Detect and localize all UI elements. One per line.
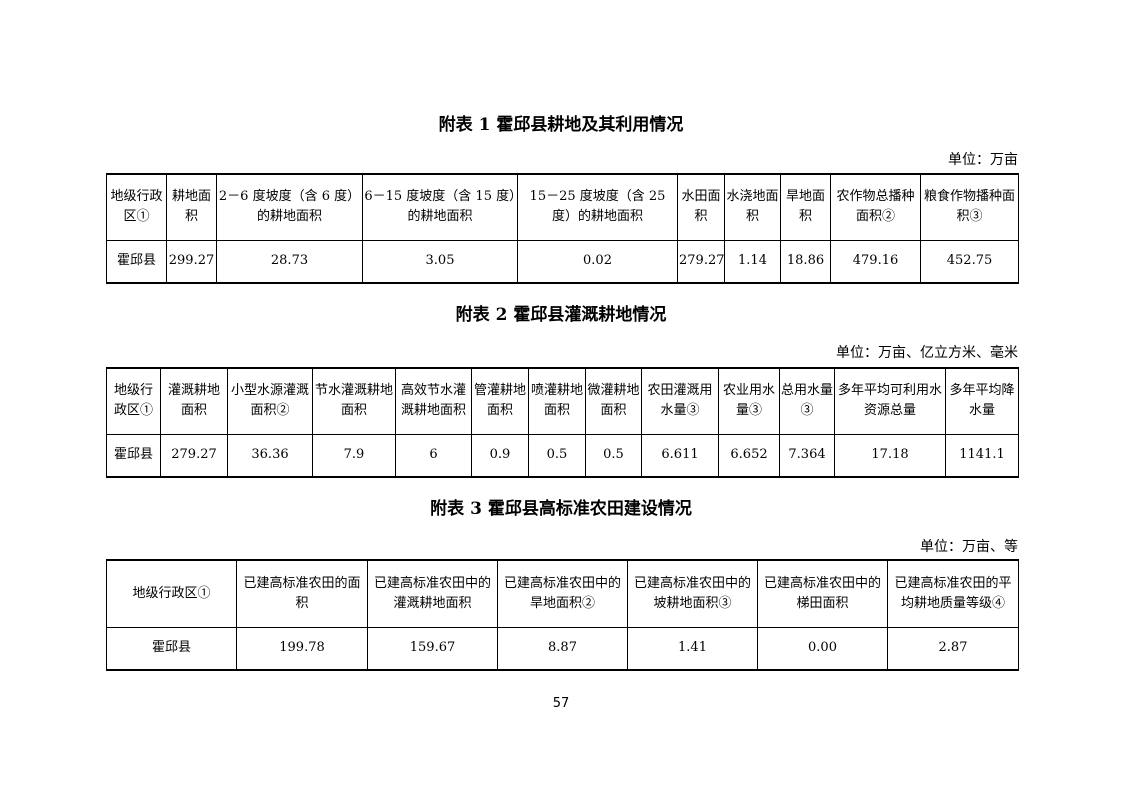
table-cell: 28.73 [216,239,363,284]
table-cell: 0.5 [585,433,642,478]
table-cell: 0.5 [528,433,586,478]
table-1-title: 附表 1 霍邱县耕地及其利用情况 [438,115,684,135]
table-cell: 0.9 [471,433,529,478]
table-cell: 452.75 [920,239,1019,284]
table-2-unit: 单位：万亩、亿立方米、毫米 [836,345,1018,361]
column-header: 2－6 度坡度（含 6 度）的耕地面积 [216,173,363,241]
column-header: 节水灌溉耕地面积 [312,367,396,435]
column-header: 地级行政区① [106,173,167,241]
column-header: 农田灌溉用水量③ [641,367,719,435]
column-header: 粮食作物播种面积③ [920,173,1019,241]
table-cell: 0.00 [757,626,888,671]
table-cell: 36.36 [227,433,313,478]
column-header: 已建高标准农田中的梯田面积 [757,559,888,628]
page-number: 57 [552,696,570,711]
table-cell: 7.364 [779,433,835,478]
table-cell: 279.27 [160,433,228,478]
column-header: 多年平均降水量 [945,367,1019,435]
table-cell: 1.14 [724,239,781,284]
column-header: 总用水量③ [779,367,835,435]
table-cell: 159.67 [367,626,498,671]
column-header: 耕地面积 [166,173,217,241]
table-cell: 1141.1 [945,433,1019,478]
table-cell: 3.05 [362,239,518,284]
column-header: 多年平均可利用水资源总量 [834,367,946,435]
table-3-unit: 单位：万亩、等 [920,539,1018,555]
table-cell: 479.16 [830,239,921,284]
table-1-unit: 单位：万亩 [948,152,1018,168]
table-cell: 霍邱县 [106,626,237,671]
table-cell: 199.78 [236,626,368,671]
table-cell: 1.41 [627,626,758,671]
column-header: 已建高标准农田中的灌溉耕地面积 [367,559,498,628]
column-header: 管灌耕地面积 [471,367,529,435]
table-cell: 17.18 [834,433,946,478]
table-cell: 6.652 [718,433,780,478]
column-header: 已建高标准农田中的旱地面积② [497,559,628,628]
table-cell: 18.86 [780,239,831,284]
table-cell: 7.9 [312,433,396,478]
table-3-title: 附表 3 霍邱县高标准农田建设情况 [430,499,692,519]
table-cell: 6.611 [641,433,719,478]
table-2-title: 附表 2 霍邱县灌溉耕地情况 [455,305,667,325]
column-header: 农作物总播种面积② [830,173,921,241]
table-cell: 2.87 [887,626,1019,671]
column-header: 旱地面积 [780,173,831,241]
column-header: 已建高标准农田中的坡耕地面积③ [627,559,758,628]
table-cell: 299.27 [166,239,217,284]
column-header: 高效节水灌溉耕地面积 [395,367,472,435]
column-header: 喷灌耕地面积 [528,367,586,435]
table-cell: 霍邱县 [106,239,167,284]
column-header: 已建高标准农田的面积 [236,559,368,628]
table-cell: 279.27 [677,239,725,284]
table-cell: 6 [395,433,472,478]
column-header: 6－15 度坡度（含 15 度）的耕地面积 [362,173,518,241]
table-cell: 霍邱县 [106,433,161,478]
column-header: 地级行政区① [106,367,161,435]
column-header: 微灌耕地面积 [585,367,642,435]
column-header: 地级行政区① [106,559,237,628]
column-header: 水浇地面积 [724,173,781,241]
column-header: 灌溉耕地面积 [160,367,228,435]
table-cell: 0.02 [517,239,678,284]
column-header: 农业用水量③ [718,367,780,435]
column-header: 小型水源灌溉面积② [227,367,313,435]
table-cell: 8.87 [497,626,628,671]
column-header: 已建高标准农田的平均耕地质量等级④ [887,559,1019,628]
column-header: 15－25 度坡度（含 25 度）的耕地面积 [517,173,678,241]
column-header: 水田面积 [677,173,725,241]
